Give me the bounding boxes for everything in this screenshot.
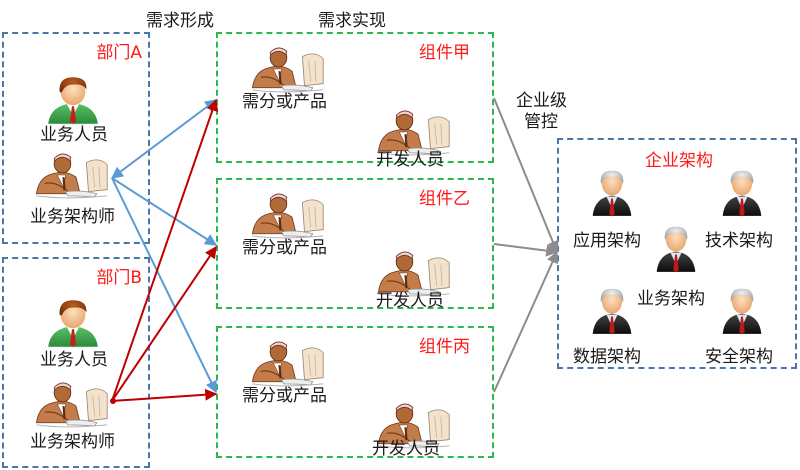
- data-architect-icon: [589, 284, 635, 336]
- component-jia-developer: 开发人员: [376, 150, 444, 170]
- header-demand-realization: 需求实现: [318, 11, 386, 31]
- department-a-title: 部门A: [96, 43, 142, 63]
- business-staff-icon: [42, 297, 104, 349]
- component-yi-title: 组件乙: [419, 189, 470, 209]
- enterprise-architecture-title: 企业架构: [645, 151, 713, 171]
- application-architect-icon: [589, 166, 635, 218]
- security-architecture-label: 安全架构: [705, 347, 773, 367]
- business-architecture-label: 业务架构: [637, 289, 705, 309]
- technology-architect-icon: [719, 166, 765, 218]
- department-b-title: 部门B: [96, 268, 142, 288]
- department-a-business-staff: 业务人员: [40, 125, 108, 145]
- component-yi-developer: 开发人员: [376, 291, 444, 311]
- data-architecture-label: 数据架构: [573, 347, 641, 367]
- component-jia-analyst: 需分或产品: [242, 92, 327, 112]
- component-bing-box: 组件丙 需分或产品 开发人员: [216, 326, 494, 459]
- department-a-box: 部门A 业务人员 业务架构师: [2, 32, 150, 244]
- header-enterprise-control-2: 管控: [524, 112, 558, 132]
- technology-architecture-label: 技术架构: [705, 231, 773, 251]
- department-b-business-architect: 业务架构师: [30, 432, 115, 452]
- arrow-component-bing-to-enterprise: [493, 250, 559, 393]
- business-staff-icon: [42, 74, 104, 126]
- department-a-business-architect: 业务架构师: [30, 207, 115, 227]
- enterprise-architecture-box: 企业架构 应用架构 技术架构 业务架构 数据架构 安全架构: [557, 138, 797, 369]
- business-architect-icon: [34, 148, 118, 200]
- business-architect-icon: [34, 377, 118, 429]
- application-architecture-label: 应用架构: [573, 231, 641, 251]
- department-b-box: 部门B 业务人员 业务架构师: [2, 257, 150, 468]
- component-bing-title: 组件丙: [419, 337, 470, 357]
- business-architect-icon: [653, 222, 699, 274]
- security-architect-icon: [719, 284, 765, 336]
- component-jia-box: 组件甲 需分或产品 开发人员: [216, 32, 494, 170]
- header-demand-formation: 需求形成: [146, 11, 214, 31]
- department-b-business-staff: 业务人员: [40, 350, 108, 370]
- arrow-component-yi-to-enterprise: [493, 243, 559, 257]
- component-jia-title: 组件甲: [419, 43, 470, 63]
- component-bing-developer: 开发人员: [372, 439, 440, 459]
- component-yi-box: 组件乙 需分或产品 开发人员: [216, 178, 494, 311]
- component-yi-analyst: 需分或产品: [242, 238, 327, 258]
- component-bing-analyst: 需分或产品: [242, 386, 327, 406]
